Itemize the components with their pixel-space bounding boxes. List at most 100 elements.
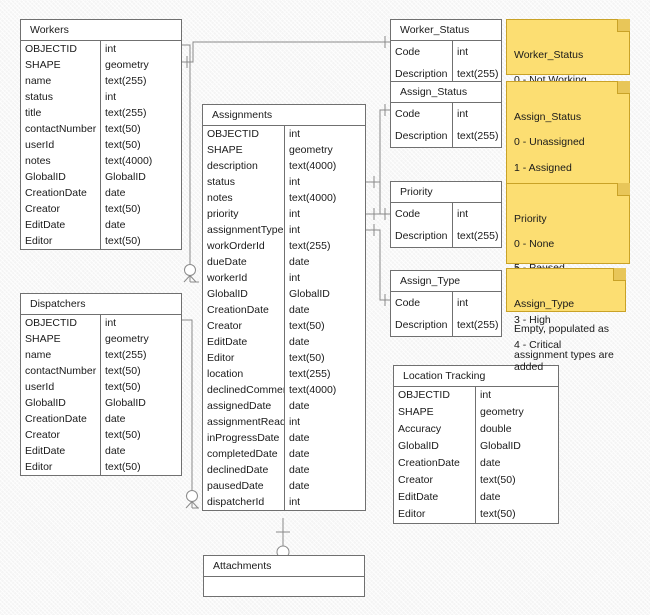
field-name: workOrderId (203, 238, 285, 254)
note-title: Assign_Status (514, 111, 582, 124)
field-type: date (105, 187, 126, 199)
field-name: Code (391, 41, 453, 63)
field-type: text(50) (105, 365, 141, 377)
field-type: text(4000) (105, 155, 153, 167)
field-type: int (457, 108, 469, 120)
field-name: declinedComment (203, 382, 285, 398)
field-name: userId (21, 379, 101, 395)
field-type: int (289, 176, 301, 188)
crowsfoot-dispatchers-assignments (185, 501, 199, 509)
field-name: name (21, 73, 101, 89)
field-name: contactNumber (21, 363, 101, 379)
field-name: EditDate (394, 489, 476, 506)
note-title: Assign_Type (514, 298, 575, 311)
field-type: geometry (105, 59, 149, 71)
note-fold-corner (617, 183, 630, 196)
field-type: text(255) (457, 68, 499, 80)
field-type: GlobalID (480, 440, 521, 452)
field-name: OBJECTID (21, 315, 101, 331)
table-row: notes text(4000) (203, 190, 365, 206)
field-type: int (289, 496, 301, 508)
field-type: int (105, 91, 117, 103)
field-type: geometry (289, 144, 333, 156)
field-name: GlobalID (21, 395, 101, 411)
entity-workers-title: Workers (21, 20, 181, 41)
field-name: SHAPE (21, 331, 101, 347)
field-name: title (21, 105, 101, 121)
note-fold-corner (617, 19, 630, 32)
entity-attachments[interactable]: Attachments (203, 555, 365, 597)
field-name: contactNumber (21, 121, 101, 137)
field-type: text(4000) (289, 192, 337, 204)
field-name: Creator (21, 201, 101, 217)
field-name: assignmentType (203, 222, 285, 238)
field-name: description (203, 158, 285, 174)
field-name: pausedDate (203, 478, 285, 494)
field-type: text(255) (289, 240, 331, 252)
field-name: notes (203, 190, 285, 206)
connector-circle-workers-assignments (184, 264, 196, 276)
note-assign-status: Assign_Status 0 - Unassigned 1 - Assigne… (506, 81, 630, 300)
field-type: date (289, 336, 310, 348)
field-name: EditDate (21, 443, 101, 459)
note-line: Empty, populated as (514, 323, 609, 336)
field-type: text(255) (289, 368, 331, 380)
field-type: date (289, 448, 310, 460)
field-type: text(255) (457, 230, 499, 242)
field-type: GlobalID (289, 288, 330, 300)
note-line: 0 - None (514, 238, 555, 251)
field-name: workerId (203, 270, 285, 286)
field-name: GlobalID (203, 286, 285, 302)
field-type: GlobalID (105, 397, 146, 409)
field-type: text(255) (105, 75, 147, 87)
connector-trunk-assign-status (379, 109, 390, 182)
field-name: Editor (394, 506, 476, 523)
field-type: text(50) (105, 461, 141, 473)
field-type: int (105, 43, 117, 55)
note-assign-type: Assign_Type Empty, populated as assignme… (506, 268, 626, 373)
field-type: date (105, 445, 126, 457)
field-type: geometry (105, 333, 149, 345)
field-type: geometry (480, 406, 524, 418)
note-line: assignment types are added (514, 348, 614, 374)
field-name: OBJECTID (21, 41, 101, 57)
field-type: text(50) (480, 508, 516, 520)
field-type: int (289, 416, 301, 428)
field-name: SHAPE (21, 57, 101, 73)
note-fold-corner (617, 81, 630, 94)
field-type: int (289, 128, 301, 140)
field-name: EditDate (203, 334, 285, 350)
field-type: date (289, 304, 310, 316)
connector-dispatchers-assignments (182, 319, 193, 490)
